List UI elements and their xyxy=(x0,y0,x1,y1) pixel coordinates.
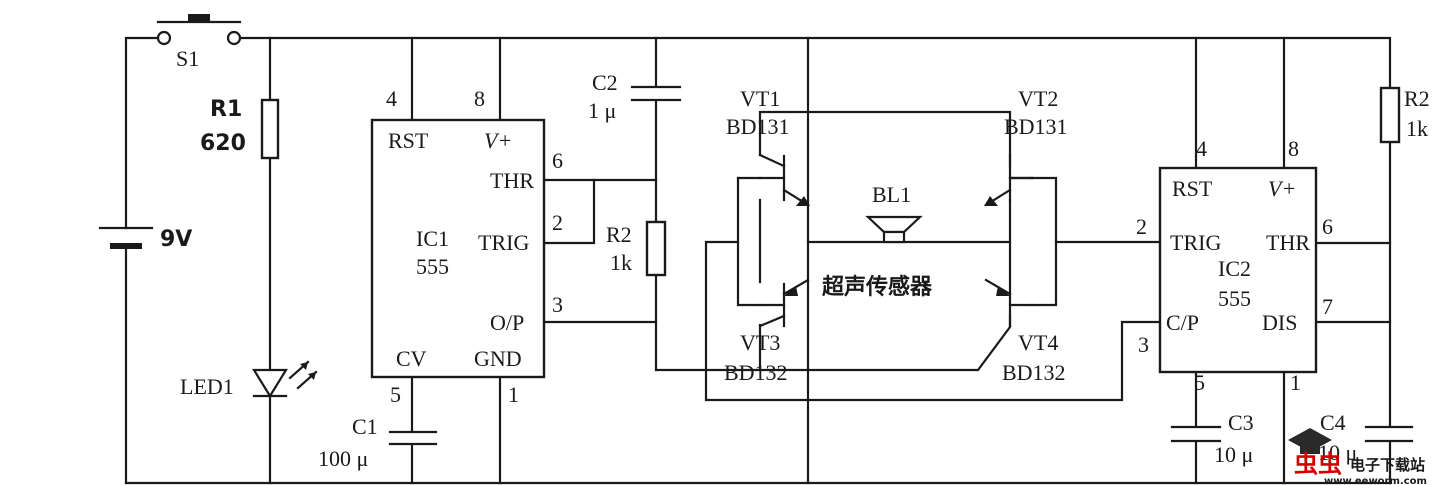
r2a-name: R2 xyxy=(606,222,632,247)
ic2-pin6: 6 xyxy=(1322,214,1333,239)
s1-label: S1 xyxy=(176,46,199,71)
c2-name: C2 xyxy=(592,70,618,95)
ic2-type: 555 xyxy=(1218,286,1251,311)
vt3-type: BD132 xyxy=(724,360,788,385)
ic1-rst: RST xyxy=(388,128,429,153)
battery-9v xyxy=(98,226,154,249)
ic2-cp: C/P xyxy=(1166,310,1199,335)
r2a-value: 1k xyxy=(610,250,632,275)
ic2-vplus: V+ xyxy=(1268,176,1296,201)
r1-value: 620 xyxy=(200,131,246,156)
ic1-pin4: 4 xyxy=(386,86,397,111)
ic1-thr: THR xyxy=(490,168,534,193)
resistor-r1 xyxy=(260,98,280,160)
c1-value: 100 μ xyxy=(318,446,368,471)
r1-name: R1 xyxy=(210,97,242,122)
resistor-r2-right xyxy=(1379,86,1401,144)
vt1-name: VT1 xyxy=(740,86,780,111)
wires xyxy=(124,36,1392,485)
ic2-pin7: 7 xyxy=(1322,294,1333,319)
c1-name: C1 xyxy=(352,414,378,439)
vt2-name: VT2 xyxy=(1018,86,1058,111)
ic1-type: 555 xyxy=(416,254,449,279)
c4-name: C4 xyxy=(1320,410,1346,435)
ic2-pin8: 8 xyxy=(1288,136,1299,161)
ic2-pin2: 2 xyxy=(1136,214,1147,239)
watermark-logo-text: 电子下载站 xyxy=(1350,456,1425,474)
watermark: 虫虫 电子下载站 www.eeworm.com xyxy=(1288,428,1427,485)
r2b-value: 1k xyxy=(1406,116,1428,141)
ic1-pin8: 8 xyxy=(474,86,485,111)
ic2-pin5: 5 xyxy=(1194,370,1205,395)
capacitor-c4 xyxy=(1364,425,1414,443)
c2-value: 1 μ xyxy=(588,98,616,123)
ic2-rst: RST xyxy=(1172,176,1213,201)
c3-name: C3 xyxy=(1228,410,1254,435)
ic1-op: O/P xyxy=(490,310,524,335)
transistor-vt1 xyxy=(758,153,810,207)
logo-mark-icon: 虫虫 xyxy=(1294,450,1342,478)
battery-label: 9V xyxy=(160,227,192,252)
ic1-pin5: 5 xyxy=(390,382,401,407)
ic1-gnd: GND xyxy=(474,346,522,371)
vt1-type: BD131 xyxy=(726,114,790,139)
ic1-cv: CV xyxy=(396,346,427,371)
capacitor-c3 xyxy=(1170,425,1222,443)
c3-value: 10 μ xyxy=(1214,442,1253,467)
transistor-vt4 xyxy=(984,278,1034,328)
labels: S1 R1 620 9V LED1 4 8 RST V+ THR 6 IC1 T… xyxy=(160,46,1430,471)
r2b-name: R2 xyxy=(1404,86,1430,111)
ic1-pin6: 6 xyxy=(552,148,563,173)
led-label: LED1 xyxy=(180,374,234,399)
switch-s1 xyxy=(156,14,242,46)
ic2-pin1: 1 xyxy=(1290,370,1301,395)
vt4-name: VT4 xyxy=(1018,330,1058,355)
ic2-dis: DIS xyxy=(1262,310,1297,335)
transducer-bl1 xyxy=(865,215,923,244)
bl1-label: BL1 xyxy=(872,182,911,207)
ic2-pin4: 4 xyxy=(1196,136,1207,161)
capacitor-c1 xyxy=(388,430,438,446)
sensor-label: 超声传感器 xyxy=(822,274,933,300)
ic1-pin1: 1 xyxy=(508,382,519,407)
ic2-thr: THR xyxy=(1266,230,1310,255)
ic1-555 xyxy=(370,118,546,379)
ic2-pin3: 3 xyxy=(1138,332,1149,357)
resistor-r2-left xyxy=(645,220,667,277)
ic2-555 xyxy=(1158,166,1318,374)
ic1-trig: TRIG xyxy=(478,230,529,255)
ic1-vplus: V+ xyxy=(484,128,512,153)
ic1-name: IC1 xyxy=(416,226,449,251)
watermark-url: www.eeworm.com xyxy=(1324,476,1427,485)
vt4-type: BD132 xyxy=(1002,360,1066,385)
ic2-name: IC2 xyxy=(1218,256,1251,281)
transistor-vt2 xyxy=(984,153,1034,207)
c4-value: 10 μ xyxy=(1318,440,1357,465)
capacitor-c2 xyxy=(630,85,682,102)
led1 xyxy=(252,360,318,399)
graduation-hat-icon xyxy=(1288,428,1332,454)
ic1-pin2: 2 xyxy=(552,210,563,235)
vt2-type: BD131 xyxy=(1004,114,1068,139)
vt3-name: VT3 xyxy=(740,330,780,355)
transistor-vt3 xyxy=(758,278,810,328)
ic1-pin3: 3 xyxy=(552,292,563,317)
ic2-trig: TRIG xyxy=(1170,230,1221,255)
